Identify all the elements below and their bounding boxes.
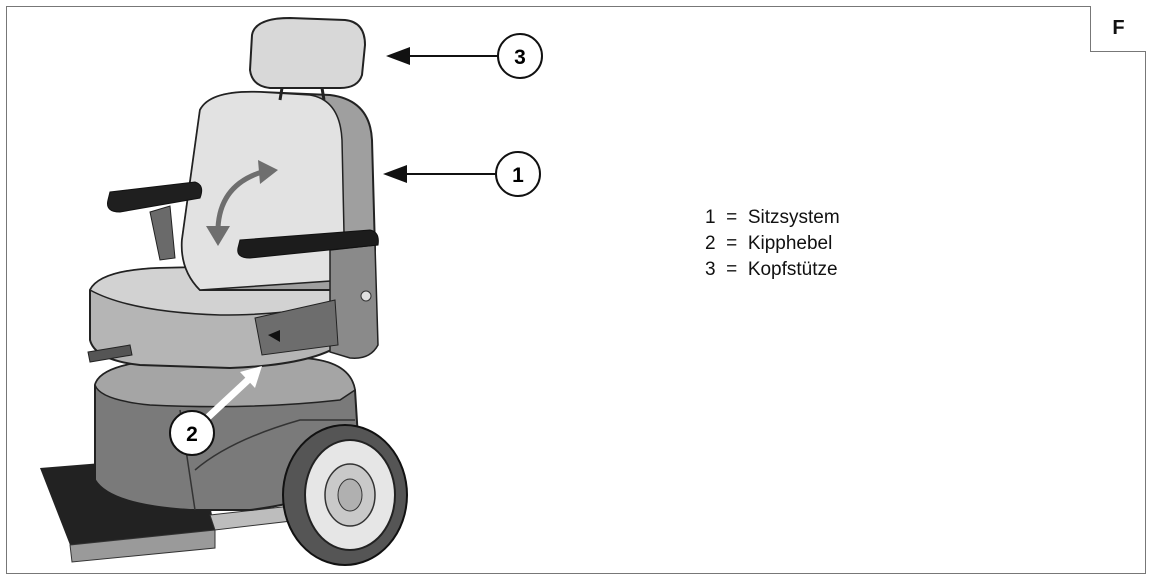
callout-2-number: 2 (186, 423, 198, 446)
legend-label: Sitzsystem (747, 207, 840, 228)
callout-1-number: 1 (512, 164, 524, 187)
legend-separator: = (726, 207, 738, 228)
legend-number: 1 (705, 207, 716, 228)
callout-3: 3 (386, 33, 543, 79)
left-armrest (107, 181, 203, 261)
legend-item: 1 = Sitzsystem (705, 205, 840, 231)
figure-frame (6, 6, 1146, 574)
right-armrest (237, 229, 379, 359)
callout-3-number: 3 (514, 46, 526, 69)
legend-number: 3 (705, 259, 716, 280)
legend-number: 2 (705, 233, 716, 254)
wheel (282, 424, 408, 566)
legend: 1 = Sitzsystem 2 = Kipphebel 3 = Kopfstü… (705, 205, 840, 283)
legend-item: 2 = Kipphebel (705, 231, 840, 257)
legend-item: 3 = Kopfstütze (705, 257, 840, 283)
legend-separator: = (726, 233, 738, 254)
headrest (248, 16, 367, 101)
legend-separator: = (726, 259, 738, 280)
tilt-direction-arrow (206, 160, 278, 246)
figure-letter-box: F (1090, 6, 1146, 52)
legend-label: Kopfstütze (747, 259, 838, 280)
callout-2-arrow (202, 366, 262, 423)
callout-1: 1 (383, 151, 541, 197)
figure-letter: F (1112, 17, 1125, 39)
tilt-lever (87, 344, 133, 363)
legend-label: Kipphebel (747, 233, 833, 254)
callout-2: 2 (169, 410, 215, 456)
